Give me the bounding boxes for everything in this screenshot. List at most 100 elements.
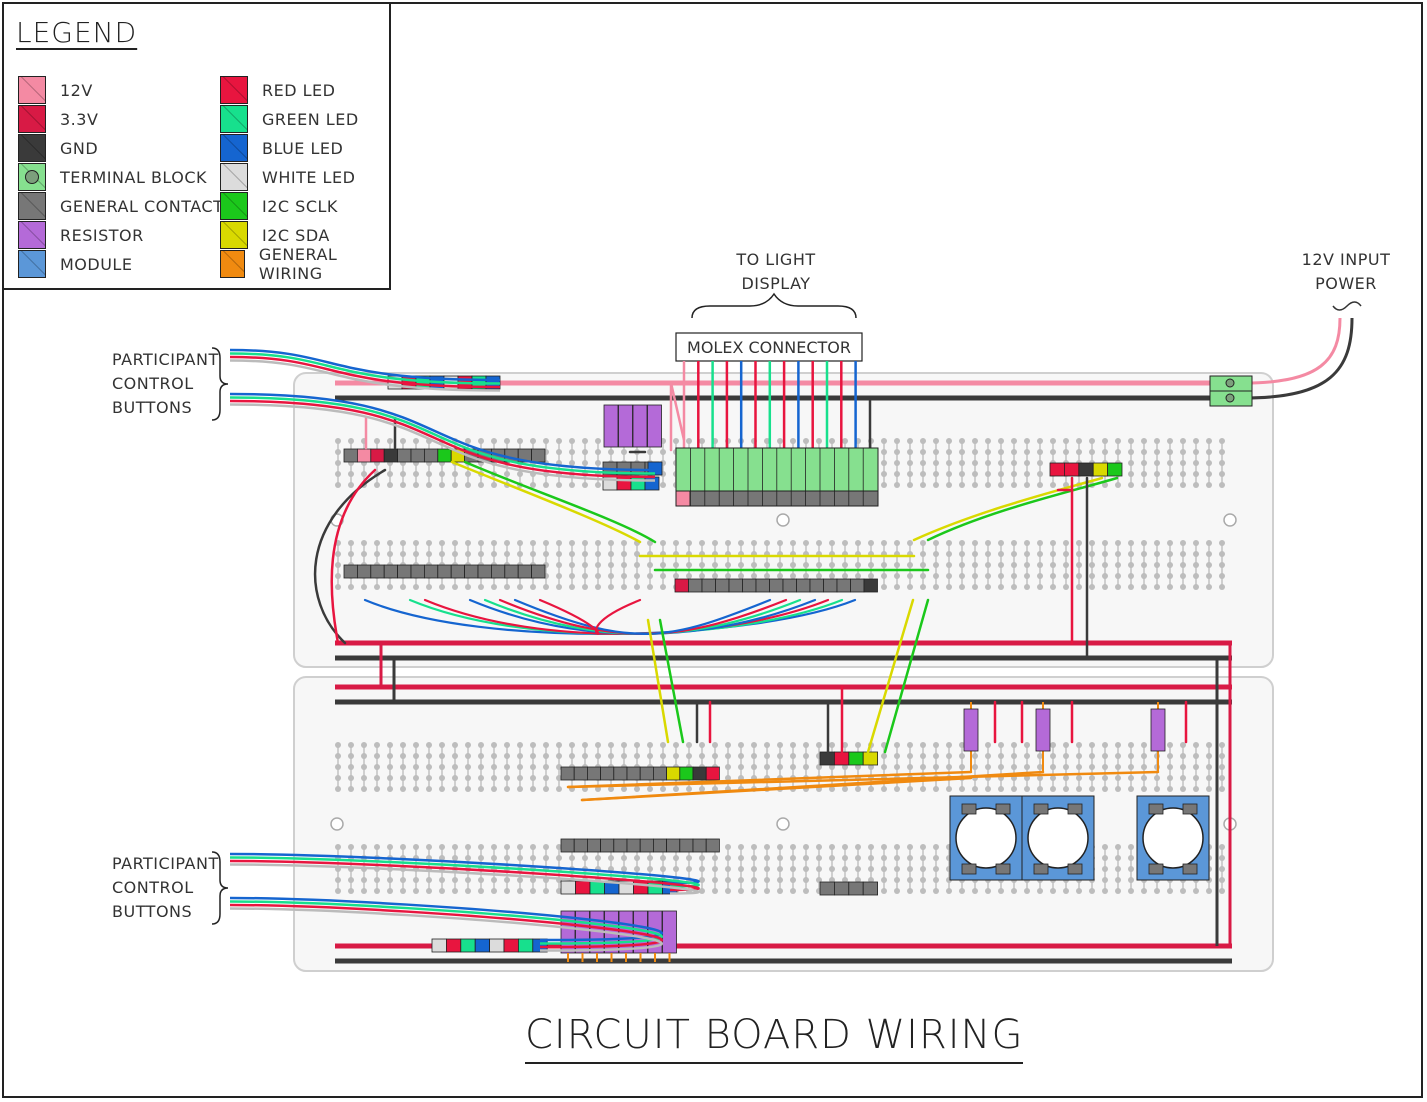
header-cell <box>531 448 546 463</box>
wire <box>463 460 657 544</box>
led-header <box>445 938 462 953</box>
header-cell <box>410 448 425 463</box>
legend-label: 3.3V <box>60 109 99 129</box>
contact-cell <box>383 564 399 579</box>
button-pin <box>1148 863 1164 875</box>
contact-cell <box>666 838 681 853</box>
led-header <box>489 938 505 953</box>
cable-wire <box>229 403 656 482</box>
contact-cell <box>587 838 602 853</box>
legend-swatch <box>220 250 245 278</box>
legend-label: GENERAL WIRING <box>258 245 338 283</box>
wire <box>658 618 685 744</box>
breadboard-bottom <box>293 676 1274 972</box>
legend-swatch <box>220 192 248 220</box>
contact-cell <box>796 578 811 593</box>
contact-cell <box>517 564 533 579</box>
header-cell <box>383 448 399 463</box>
contact-cell <box>755 578 770 593</box>
label-braces <box>211 347 229 925</box>
contact-cell <box>464 564 479 579</box>
legend-item: RED LED <box>220 76 335 104</box>
legend-item: 12V <box>18 76 93 104</box>
legend-label: I2C SDA <box>262 225 330 245</box>
legend-swatch <box>18 105 46 133</box>
legend-title: LEGEND <box>16 16 138 49</box>
mount-hole <box>330 817 344 831</box>
contact-cell <box>850 578 865 593</box>
wire <box>912 476 1104 542</box>
wire <box>866 598 915 754</box>
contact-cell <box>613 766 628 781</box>
terminal-block-top <box>675 447 879 507</box>
cable-wire <box>229 352 501 385</box>
legend-item: GREEN LED <box>220 105 359 133</box>
resistor <box>632 404 648 448</box>
participant-cables <box>229 348 700 952</box>
contact-cell <box>397 564 412 579</box>
wire <box>538 598 642 635</box>
button-pin <box>995 803 1011 815</box>
contact-cell <box>450 564 466 579</box>
button-pin <box>1033 803 1049 815</box>
contact-cell <box>587 766 602 781</box>
molex-label: MOLEX CONNECTOR <box>687 338 851 357</box>
cable-wire <box>229 396 656 475</box>
button-pin <box>961 863 977 875</box>
contact-cell <box>862 881 879 896</box>
cable-wire <box>229 359 501 392</box>
cable-wire <box>229 392 656 472</box>
input-power-wires <box>1209 301 1362 407</box>
header-cell <box>356 448 372 463</box>
contact-cell <box>573 838 588 853</box>
cable-wire <box>229 852 700 885</box>
resistor <box>647 404 662 448</box>
button-modules <box>949 795 1210 881</box>
led-header <box>460 938 476 953</box>
legend-item: BLUE LED <box>220 134 343 162</box>
contact-cell <box>531 564 546 579</box>
legend-item: RESISTOR <box>18 221 144 249</box>
legend-label: BLUE LED <box>262 138 344 158</box>
molex-connector: MOLEX CONNECTOR <box>669 292 872 452</box>
led-header <box>474 938 491 953</box>
legend-label: I2C SCLK <box>262 196 338 216</box>
wire <box>580 776 973 802</box>
led-header <box>518 938 534 953</box>
cable-wire <box>229 900 663 945</box>
header-cell <box>834 751 850 766</box>
cable-wire <box>229 903 663 949</box>
contact-cell <box>560 766 575 781</box>
legend-swatch <box>220 105 248 133</box>
page-title: CIRCUIT BOARD WIRING <box>525 1012 1024 1064</box>
button-pin <box>961 803 977 815</box>
contact-cell <box>626 838 641 853</box>
legend-swatch <box>220 134 248 162</box>
led-header <box>644 476 660 491</box>
cable-wire <box>229 355 501 389</box>
contact-cell <box>823 578 838 593</box>
resistor <box>1035 708 1051 752</box>
led-header <box>560 880 576 895</box>
legend-label: RESISTOR <box>60 225 144 245</box>
contact-cell <box>490 564 506 579</box>
legend-label: GREEN LED <box>262 109 359 129</box>
contact-cell <box>836 578 851 593</box>
header-cell <box>1078 462 1094 477</box>
contact-cell <box>701 578 716 593</box>
contact-cell <box>728 578 743 593</box>
wire <box>926 476 1119 542</box>
contact-cell <box>848 881 864 896</box>
header-cell <box>848 751 864 766</box>
legend-label: TERMINAL BLOCK <box>60 167 208 187</box>
contact-cell <box>653 766 668 781</box>
legend-item: WHITE LED <box>220 163 355 191</box>
mount-hole <box>776 817 790 831</box>
contact-cell <box>410 564 425 579</box>
contact-cell <box>692 838 707 853</box>
legend-item: 3.3V <box>18 105 98 133</box>
contact-cell <box>863 578 878 593</box>
contact-cell <box>639 838 654 853</box>
legend-item: TERMINAL BLOCK <box>18 163 207 191</box>
contact-cell <box>639 766 654 781</box>
